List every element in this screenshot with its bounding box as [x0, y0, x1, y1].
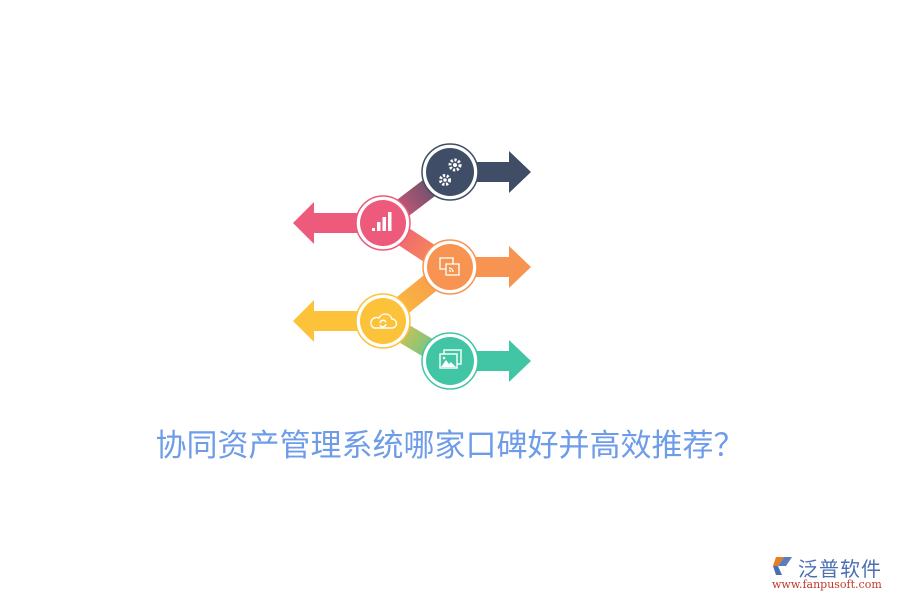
bar-chart-icon	[372, 212, 392, 231]
step-3-node	[422, 239, 478, 295]
step-5-node	[421, 332, 479, 390]
page-title: 协同资产管理系统哪家口碑好并高效推荐？	[155, 428, 745, 464]
gears-icon	[439, 158, 462, 186]
arrow-right-3	[455, 246, 531, 288]
step-2-node	[355, 195, 411, 251]
arrow-left-4	[293, 300, 380, 342]
cloud-sync-icon	[370, 313, 398, 329]
step-4-node	[355, 293, 411, 349]
arrow-right-5	[455, 340, 531, 382]
brand-name: 泛普软件	[798, 557, 882, 581]
brand-logo[interactable]: 泛普软件 www.fanpusoft.com	[770, 553, 895, 593]
step-1-node	[421, 143, 479, 201]
screen-cast-icon	[439, 257, 460, 276]
image-gallery-icon	[439, 349, 462, 369]
brand-url[interactable]: www.fanpusoft.com	[772, 578, 882, 591]
arrow-left-2	[293, 202, 380, 244]
fanpu-logo-icon	[773, 557, 792, 575]
arrow-right-1	[455, 151, 531, 193]
